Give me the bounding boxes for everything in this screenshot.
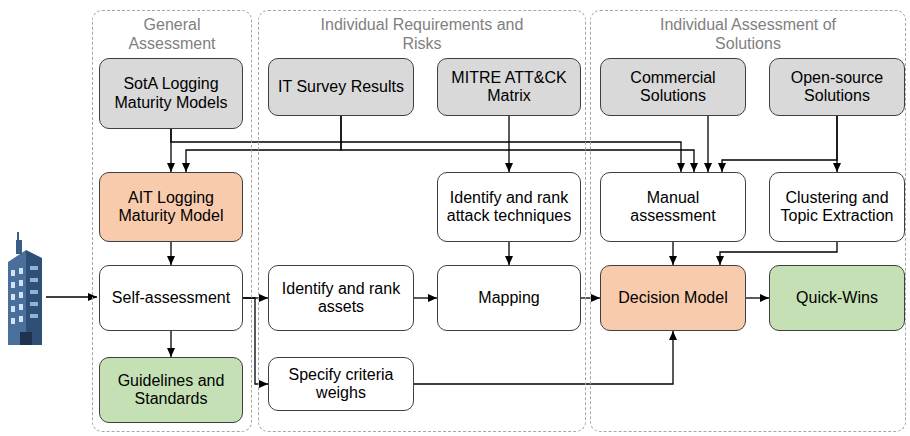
process-box: Open-source Solutions <box>769 58 905 116</box>
box-label: Guidelines and Standards <box>105 372 237 409</box>
connector-arrow <box>707 116 708 172</box>
connector-arrow <box>414 331 673 384</box>
box-label: Clustering and Topic Extraction <box>775 189 899 226</box>
box-label: AIT Logging Maturity Model <box>105 189 237 226</box>
process-box: AIT Logging Maturity Model <box>99 172 243 242</box>
process-box: MITRE ATT&CK Matrix <box>437 58 581 116</box>
process-box: Self-assessment <box>99 265 243 331</box>
group-heading: Individual Requirements and Risks <box>312 15 532 53</box>
box-label: Identify and rank attack techniques <box>443 189 575 226</box>
building-icon <box>8 232 42 345</box>
box-label: IT Survey Results <box>278 78 404 96</box>
connector-arrow <box>836 116 837 172</box>
connector-arrow <box>170 331 171 357</box>
group-panel: General AssessmentSotA Logging Maturity … <box>92 10 252 432</box>
process-box: Quick-Wins <box>769 265 905 331</box>
process-box: Guidelines and Standards <box>99 357 243 423</box>
process-box: Commercial Solutions <box>600 58 746 116</box>
entry-arrow <box>46 296 97 297</box>
connector-arrow <box>341 116 694 172</box>
connector-arrow <box>508 242 509 265</box>
process-box: Clustering and Topic Extraction <box>769 172 905 242</box>
process-box: Manual assessment <box>600 172 746 242</box>
connector-arrow <box>243 298 268 384</box>
box-label: Specify criteria weighs <box>274 366 408 403</box>
process-box: Decision Model <box>600 265 746 331</box>
connector-arrow <box>170 242 171 265</box>
box-label: Manual assessment <box>606 189 740 226</box>
process-box: Specify criteria weighs <box>268 357 414 411</box>
connector-arrow <box>508 116 509 172</box>
box-label: Decision Model <box>618 289 727 307</box>
group-heading: Individual Assessment of Solutions <box>648 15 848 53</box>
box-label: SotA Logging Maturity Models <box>105 75 237 112</box>
group-panel: Individual Requirements and Risks IT Surv… <box>258 10 586 432</box>
box-label: Mapping <box>478 289 539 307</box>
connector-arrow <box>414 297 437 298</box>
box-label: Commercial Solutions <box>606 69 740 106</box>
group-panel: Individual Assessment of SolutionsCommer… <box>590 10 906 432</box>
box-label: Self-assessment <box>112 289 230 307</box>
box-label: Open-source Solutions <box>775 69 899 106</box>
process-box: Mapping <box>437 265 581 331</box>
group-heading: General Assessment <box>117 15 227 53</box>
process-box: Identify and rank attack techniques <box>437 172 581 242</box>
box-label: MITRE ATT&CK Matrix <box>443 69 575 106</box>
process-box: IT Survey Results <box>268 58 414 116</box>
connector-arrow <box>746 297 769 298</box>
connector-arrow <box>720 242 837 265</box>
process-box: Identify and rank assets <box>268 265 414 331</box>
box-label: Quick-Wins <box>796 289 878 307</box>
connector-arrow <box>672 242 673 265</box>
process-box: SotA Logging Maturity Models <box>99 58 243 129</box>
connector-arrow <box>722 116 837 172</box>
box-label: Identify and rank assets <box>274 280 408 317</box>
